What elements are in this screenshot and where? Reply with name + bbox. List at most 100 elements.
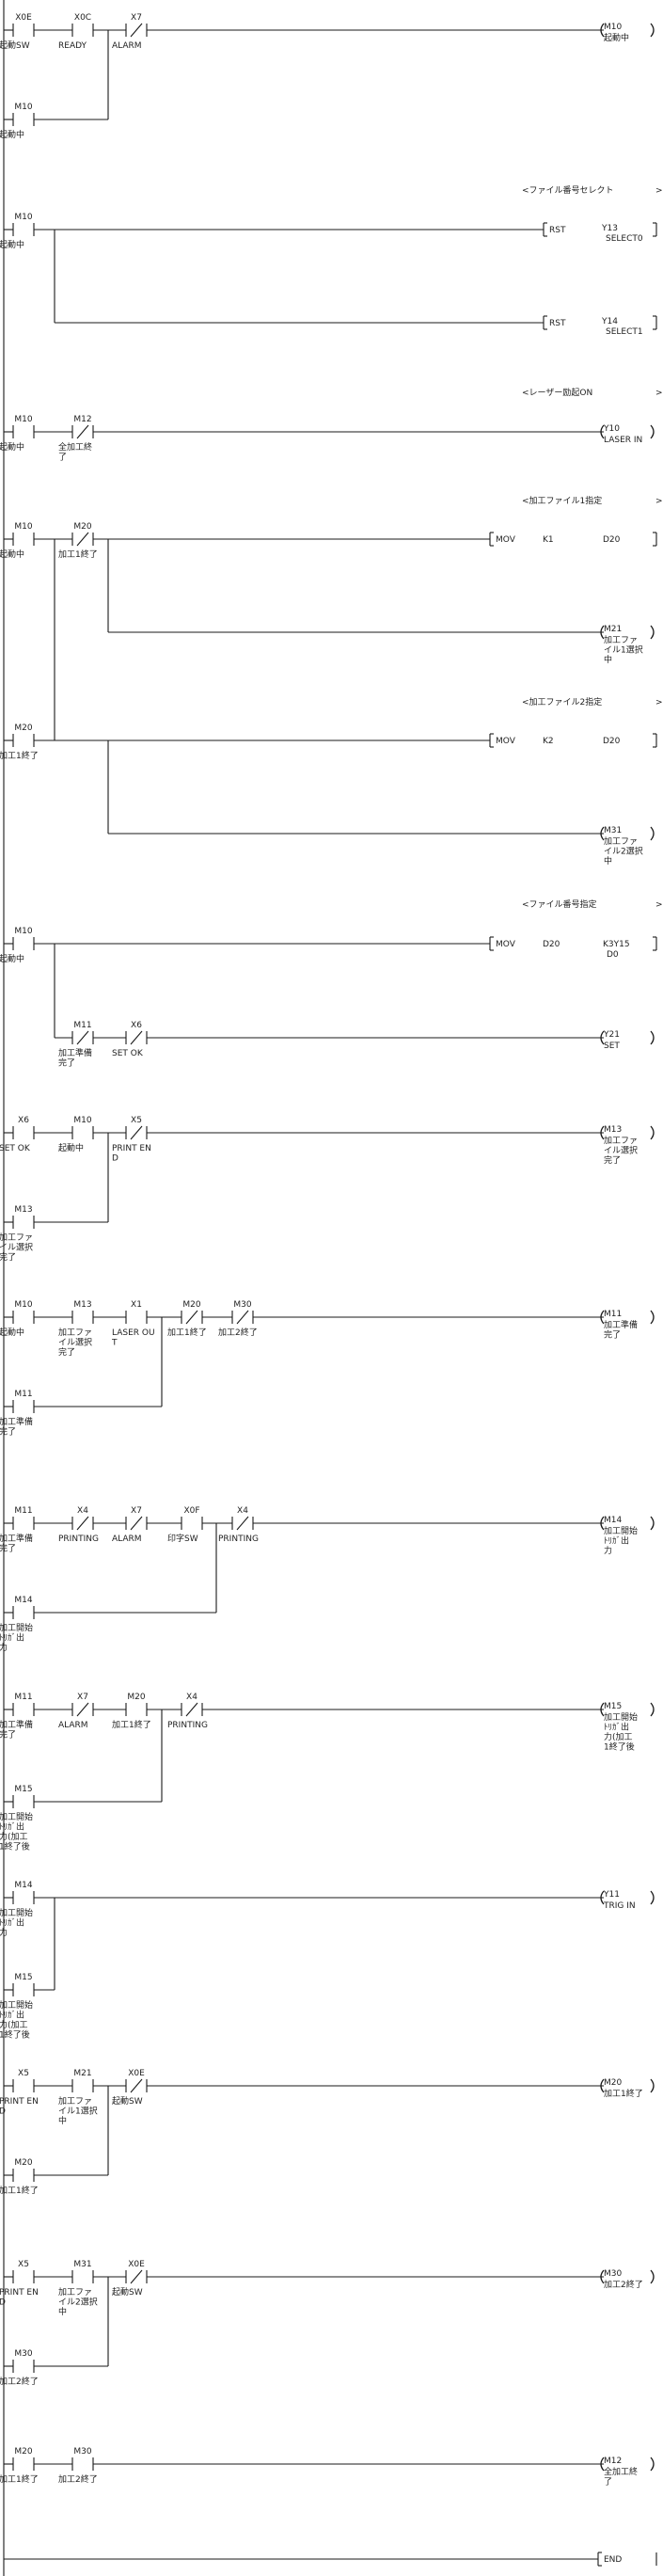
rung-5-c1-device: M20 <box>14 724 32 733</box>
rung-3-out-coil-comment: LASER IN <box>604 436 642 445</box>
rung-11-c1-device: M14 <box>14 1881 32 1890</box>
rung-9-c5-comment: PRINTING <box>218 1534 259 1544</box>
rung-8-c1-device: M10 <box>14 1300 32 1310</box>
rung-4-c1-device: M10 <box>14 522 32 532</box>
rung-4-section-comment-arrow: > <box>655 497 663 506</box>
rung-12-c1-comment: PRINT EN <box>0 2097 39 2107</box>
rung-10-c1-device: M11 <box>14 1693 32 1702</box>
rung-11-out-coil-comment: TRIG IN <box>603 1901 636 1911</box>
rung-13-out-coil-comment: 加工2終了 <box>604 2279 643 2290</box>
rung-14-out-coil-comment: 了 <box>604 2477 612 2488</box>
rung-8-out-coil-comment: 加工準備 <box>604 1319 638 1330</box>
rung-5-out2-coil-left <box>600 826 605 841</box>
rung-15-end-label: END <box>604 2555 622 2565</box>
rung-4-out2-coil-comment: 加工ファ <box>604 635 638 645</box>
rung-8-b1-device: M11 <box>14 1390 32 1399</box>
rung-10-b1-comment: 力(加工 <box>0 1831 28 1842</box>
rung-5-out-inst-op: MOV <box>496 737 516 746</box>
rung-7-out-coil-comment: 加工ファ <box>604 1136 638 1146</box>
rung-4-out2-coil-right <box>650 625 655 640</box>
rung-12-c2-comment: イル1選択 <box>58 2106 98 2117</box>
rung-9-c2-device: X4 <box>77 1506 88 1516</box>
rung-1-c1-comment: 起動SW <box>0 40 30 51</box>
rung-8-c3-comment: T <box>111 1339 118 1348</box>
rung-10-out-coil-comment: ﾄﾘｶﾞ出 <box>604 1722 629 1733</box>
rung-5-section-comment-arrow: > <box>655 698 663 708</box>
rung-7-b1-comment: 完了 <box>0 1251 16 1263</box>
rung-8-c4-comment: 加工1終了 <box>167 1327 207 1338</box>
rung-2-out2-arg-dev: Y14 <box>601 317 618 326</box>
rung-7-c3-contact-nc-slash <box>130 1125 143 1140</box>
rung-9-out-coil-comment: 力 <box>604 1545 612 1556</box>
rung-13-c2-comment: 加工ファ <box>58 2287 92 2298</box>
rung-1-b1-device: M10 <box>14 103 32 112</box>
rung-6-c1-device: M10 <box>14 927 32 936</box>
rung-14-out-coil-right <box>650 2457 655 2472</box>
rung-6-section-comment: <ファイル番号指定 <box>522 898 597 910</box>
rung-10-out-coil-comment: 加工開始 <box>604 1711 638 1723</box>
rung-7-b1-comment: イル選択 <box>0 1242 33 1253</box>
rung-7-c1-comment: SET OK <box>0 1144 31 1153</box>
rung-10-c2-comment: ALARM <box>58 1721 88 1730</box>
rung-8-b1-comment: 完了 <box>0 1426 16 1438</box>
rung-5-out2-coil-device: M31 <box>604 826 622 835</box>
rung-8-out-coil-right <box>650 1310 655 1325</box>
rung-10-out-coil-comment: 力(加工 <box>604 1731 633 1742</box>
rung-1-c2-device: X0C <box>74 13 91 23</box>
rung-9-c4-device: X0F <box>183 1506 199 1516</box>
rung-11-c1-comment: ﾄﾘｶﾞ出 <box>0 1917 24 1929</box>
rung-1-c1-device: X0E <box>15 13 32 23</box>
rung-12-out-coil-device: M20 <box>604 2078 622 2088</box>
rung-8-out-coil-left <box>600 1310 605 1325</box>
rung-3-c2-device: M12 <box>73 415 91 424</box>
rung-10-out-coil-comment: 1終了後 <box>604 1741 635 1753</box>
rung-11-b1-comment: 1終了後 <box>0 2029 30 2041</box>
rung-12-out-coil-right <box>650 2078 655 2093</box>
rung-13-b1-device: M30 <box>14 2349 32 2359</box>
rung-6-sub-c1-device: M11 <box>73 1021 91 1030</box>
rung-6-sub-out-coil-left <box>600 1030 605 1045</box>
rung-10-c3-comment: 加工1終了 <box>112 1719 151 1730</box>
rung-5-c1-comment: 加工1終了 <box>0 750 39 761</box>
rung-5-out2-coil-comment: 中 <box>604 855 612 867</box>
rung-6-section-comment-arrow: > <box>655 900 663 910</box>
rung-10-b1-comment: ﾄﾘｶﾞ出 <box>0 1821 24 1833</box>
rung-12-b1-device: M20 <box>14 2158 32 2168</box>
rung-13-c3-contact-nc-slash <box>130 2269 143 2284</box>
rung-2-arg-comment: SELECT0 <box>606 234 643 244</box>
rung-13-c1-comment: PRINT EN <box>0 2288 39 2298</box>
rung-6-sub-c1-comment: 完了 <box>58 1057 75 1069</box>
rung-9-c3-device: X7 <box>131 1506 142 1516</box>
rung-6-c1-comment: 起動中 <box>0 953 24 964</box>
rung-10-c2-contact-nc-slash <box>76 1702 89 1717</box>
rung-10-b1-comment: 加工開始 <box>0 1811 33 1822</box>
rung-9-b1-device: M14 <box>14 1596 32 1605</box>
rung-3-c2-comment: 了 <box>58 453 67 463</box>
rung-11-b1-comment: 力(加工 <box>0 2019 28 2030</box>
rung-11-out-coil-device: Y11 <box>603 1890 620 1900</box>
rung-13-out-coil-left <box>600 2269 605 2284</box>
rung-12-c1-device: X5 <box>18 2069 29 2078</box>
rung-11-out-coil-right <box>650 1890 655 1905</box>
rung-9-c2-comment: PRINTING <box>58 1534 99 1544</box>
rung-6-sub-c1-comment: 加工準備 <box>58 1047 92 1058</box>
rung-8-c5-device: M30 <box>233 1300 251 1310</box>
rung-7-c3-comment: D <box>112 1154 118 1164</box>
rung-7-c2-device: M10 <box>73 1116 91 1125</box>
rung-7-out-coil-device: M13 <box>604 1125 622 1135</box>
rung-2-c1-comment: 起動中 <box>0 239 24 250</box>
rung-14-c2-device: M30 <box>73 2447 91 2457</box>
rung-9-b1-comment: 加工開始 <box>0 1622 33 1633</box>
rung-7-b1-device: M13 <box>14 1205 32 1215</box>
rung-11-b1-device: M15 <box>14 1973 32 1982</box>
rung-3-out-coil-right <box>650 424 655 439</box>
rung-9-c1-comment: 完了 <box>0 1543 16 1554</box>
rung-2-out2-inst-op: RST <box>549 319 566 328</box>
rung-11-b1-comment: 加工開始 <box>0 1999 33 2011</box>
rung-9-c4-comment: 印字SW <box>167 1533 198 1544</box>
rung-3-out-coil-device: Y10 <box>603 424 620 434</box>
rung-14-c1-comment: 加工1終了 <box>0 2473 39 2485</box>
rung-2-c1-device: M10 <box>14 213 32 222</box>
rung-9-out-coil-device: M14 <box>604 1516 622 1525</box>
rung-10-c1-comment: 加工準備 <box>0 1719 33 1730</box>
